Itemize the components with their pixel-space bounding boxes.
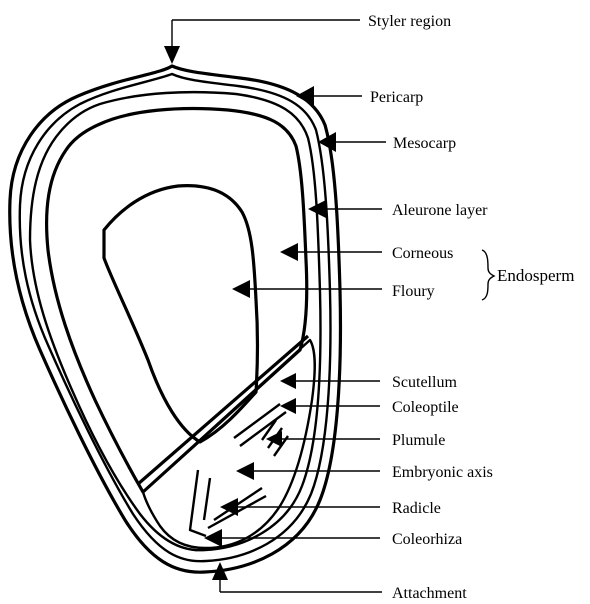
label-aleurone-layer: Aleurone layer [392, 202, 488, 219]
labels: Styler region Pericarp Mesocarp Aleurone… [368, 13, 574, 602]
floury-region [104, 186, 258, 442]
kernel-outlines [10, 66, 341, 572]
label-endosperm: Endosperm [497, 266, 574, 285]
mesocarp-outline [30, 92, 320, 550]
leaders [164, 20, 494, 592]
label-scutellum: Scutellum [392, 374, 457, 391]
label-attachment: Attachment [392, 585, 467, 602]
label-coleoptile: Coleoptile [392, 399, 459, 416]
label-corneous: Corneous [392, 245, 453, 262]
label-radicle: Radicle [392, 500, 441, 517]
scutellum-line [138, 336, 308, 484]
label-floury: Floury [392, 283, 435, 300]
label-pericarp: Pericarp [370, 89, 423, 106]
label-mesocarp: Mesocarp [393, 135, 456, 152]
pericarp-outline [10, 66, 341, 572]
label-embryonic-axis: Embryonic axis [392, 464, 493, 481]
plumule-strokes [234, 404, 288, 456]
aleurone-outline [47, 109, 307, 492]
label-plumule: Plumule [392, 432, 445, 449]
label-styler-region: Styler region [368, 13, 451, 30]
label-coleorhiza: Coleorhiza [392, 531, 462, 548]
